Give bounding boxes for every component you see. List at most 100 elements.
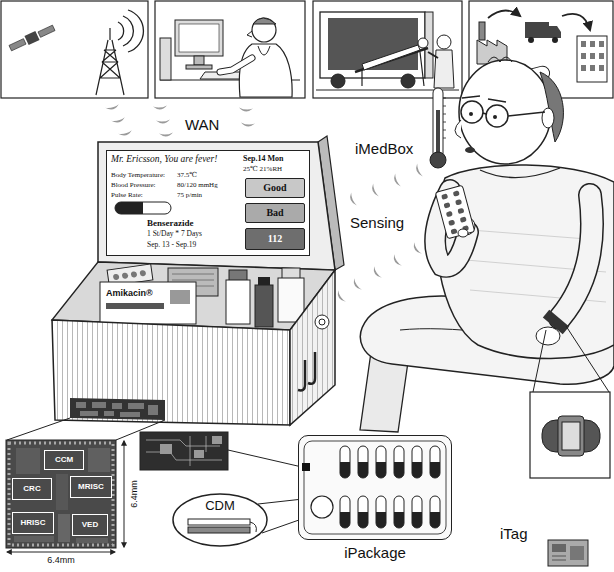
screen-button: Bad (245, 203, 305, 223)
supply-panel (528, 37, 534, 43)
circuit-board (228, 450, 302, 467)
block-name: HRISC (21, 518, 46, 527)
supply-panel (590, 65, 595, 71)
patient-figure (480, 168, 560, 178)
thermometer (430, 152, 446, 168)
chip-block: CCM (44, 450, 84, 470)
supply-panel (581, 41, 604, 71)
patient-figure (360, 57, 614, 432)
imedbox-illustration (298, 352, 315, 390)
patient-figure (448, 220, 455, 226)
imedbox-illustration (148, 405, 158, 415)
wireless-wave (241, 122, 255, 127)
imedbox-illustration (52, 262, 335, 330)
patient-figure (560, 195, 592, 318)
ambulance-panel (401, 74, 415, 88)
ipackage-tray (340, 446, 350, 478)
patient-figure (443, 202, 450, 208)
supply-panel (577, 36, 607, 82)
patient-figure (560, 195, 592, 318)
itag-callout (570, 546, 584, 560)
doctor-panel (253, 18, 276, 24)
chip-block: MRISC (70, 476, 112, 498)
cdm-sensor (250, 522, 256, 532)
screen-text: Pulse Rate: (111, 191, 143, 199)
doctor-panel (258, 46, 270, 55)
block-name: VED (82, 520, 98, 529)
ipackage-tray (430, 446, 440, 478)
thermometer (433, 88, 443, 158)
ambulance-panel (313, 1, 462, 98)
doctor-panel (155, 1, 305, 98)
ipackage-tray (304, 441, 446, 534)
wireless-wave (335, 290, 346, 304)
screen-text: 75 p/min (177, 191, 202, 199)
wireless-wave (351, 278, 362, 292)
patient-figure (441, 193, 448, 199)
doctor-panel (220, 58, 252, 72)
supply-panel (562, 14, 590, 30)
chip-die (88, 448, 110, 472)
chip-die (9, 443, 113, 545)
imedbox-illustration (315, 315, 329, 329)
supply-panel (581, 65, 586, 71)
imedbox-illustration (226, 280, 250, 324)
imedbox-illustration (52, 320, 290, 425)
wireless-wave (153, 105, 167, 110)
part-name: CDM (205, 499, 235, 514)
ipackage-tray (302, 463, 310, 471)
supply-panel (525, 22, 549, 38)
ipackage-tray (298, 435, 452, 540)
dimension-line (124, 441, 125, 547)
imedbox-illustration (100, 282, 196, 324)
patient-figure (457, 208, 464, 214)
imedbox-illustration (170, 290, 190, 304)
cdm-sensor (188, 519, 250, 525)
cdm-sensor (173, 494, 316, 546)
button-text: Good (263, 182, 286, 194)
doctor-panel (194, 56, 204, 65)
imedbox-illustration (76, 402, 158, 417)
supply-panel (581, 53, 586, 59)
wireless-wave (348, 193, 357, 207)
patient-figure (459, 60, 551, 164)
screen-text: 80/120 mmHg (177, 181, 218, 189)
ambulance-panel (434, 50, 454, 88)
imedbox-illustration (70, 398, 165, 420)
thermometer (443, 98, 446, 138)
ipackage-tray (412, 496, 422, 528)
imedbox-illustration (106, 303, 164, 309)
ambulance-panel (428, 52, 438, 58)
imedbox-illustration (128, 403, 144, 409)
patient-figure (465, 147, 475, 153)
itag-callout (530, 392, 610, 478)
screen-button: Good (245, 178, 305, 198)
ambulance-panel (313, 1, 462, 98)
ambulance-panel (418, 38, 428, 48)
imedbox-illustration (7, 418, 70, 440)
imedbox-illustration (113, 274, 120, 281)
drug-name: Amikacin® (106, 288, 153, 298)
itag-callout (552, 544, 566, 552)
patient-figure (543, 310, 569, 334)
ipackage-tray (412, 446, 422, 478)
patient-figure (533, 330, 546, 392)
supply-panel (590, 53, 595, 59)
patient-figure (542, 108, 554, 128)
part-name: iPackage (344, 544, 406, 561)
circuit-board (212, 436, 222, 444)
ambulance-panel (437, 35, 451, 49)
thermometer (436, 110, 440, 156)
doctor-panel (175, 20, 223, 56)
supply-panel (479, 22, 485, 40)
patient-figure (566, 326, 609, 392)
supply-panel (590, 41, 595, 47)
itag-callout (562, 422, 580, 450)
network-label: WAN (185, 116, 219, 133)
button-text: 112 (268, 233, 282, 245)
cdm-ellipse: CDM (172, 493, 268, 547)
wireless-wave (392, 174, 401, 188)
ipackage-tray (394, 446, 404, 478)
patient-figure (455, 120, 461, 138)
